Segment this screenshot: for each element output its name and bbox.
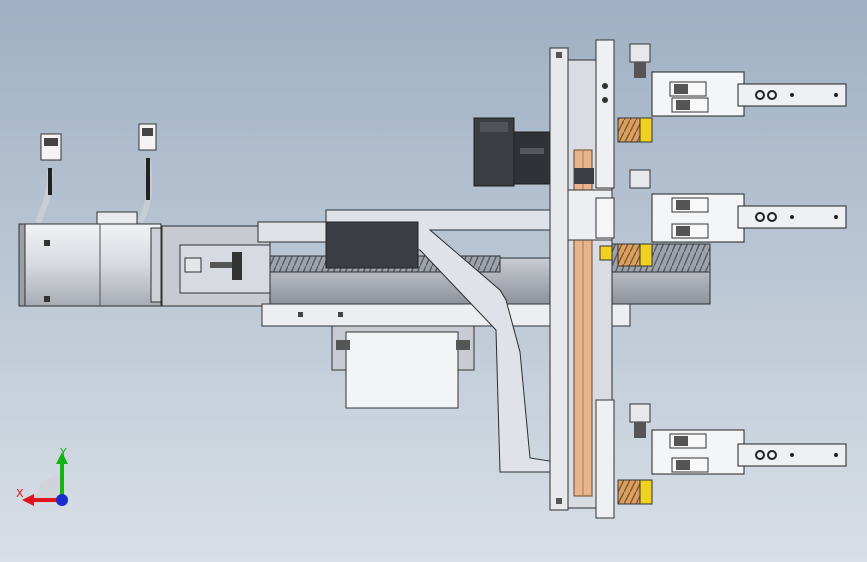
x-axis-label: X <box>16 487 24 500</box>
linear-module <box>161 209 711 473</box>
triad-plane-icon <box>34 475 62 503</box>
z-axis-dot-icon <box>56 494 68 506</box>
vertical-plate <box>549 39 615 519</box>
gripper-unit-middle <box>617 169 847 267</box>
stepper-motor <box>473 117 551 187</box>
y-axis-label: Y <box>59 446 67 459</box>
servo-motor <box>18 123 162 307</box>
gripper-unit-bottom <box>617 403 847 505</box>
gripper-unit-top <box>617 43 847 143</box>
view-orientation-triad[interactable]: Y X <box>16 446 68 506</box>
